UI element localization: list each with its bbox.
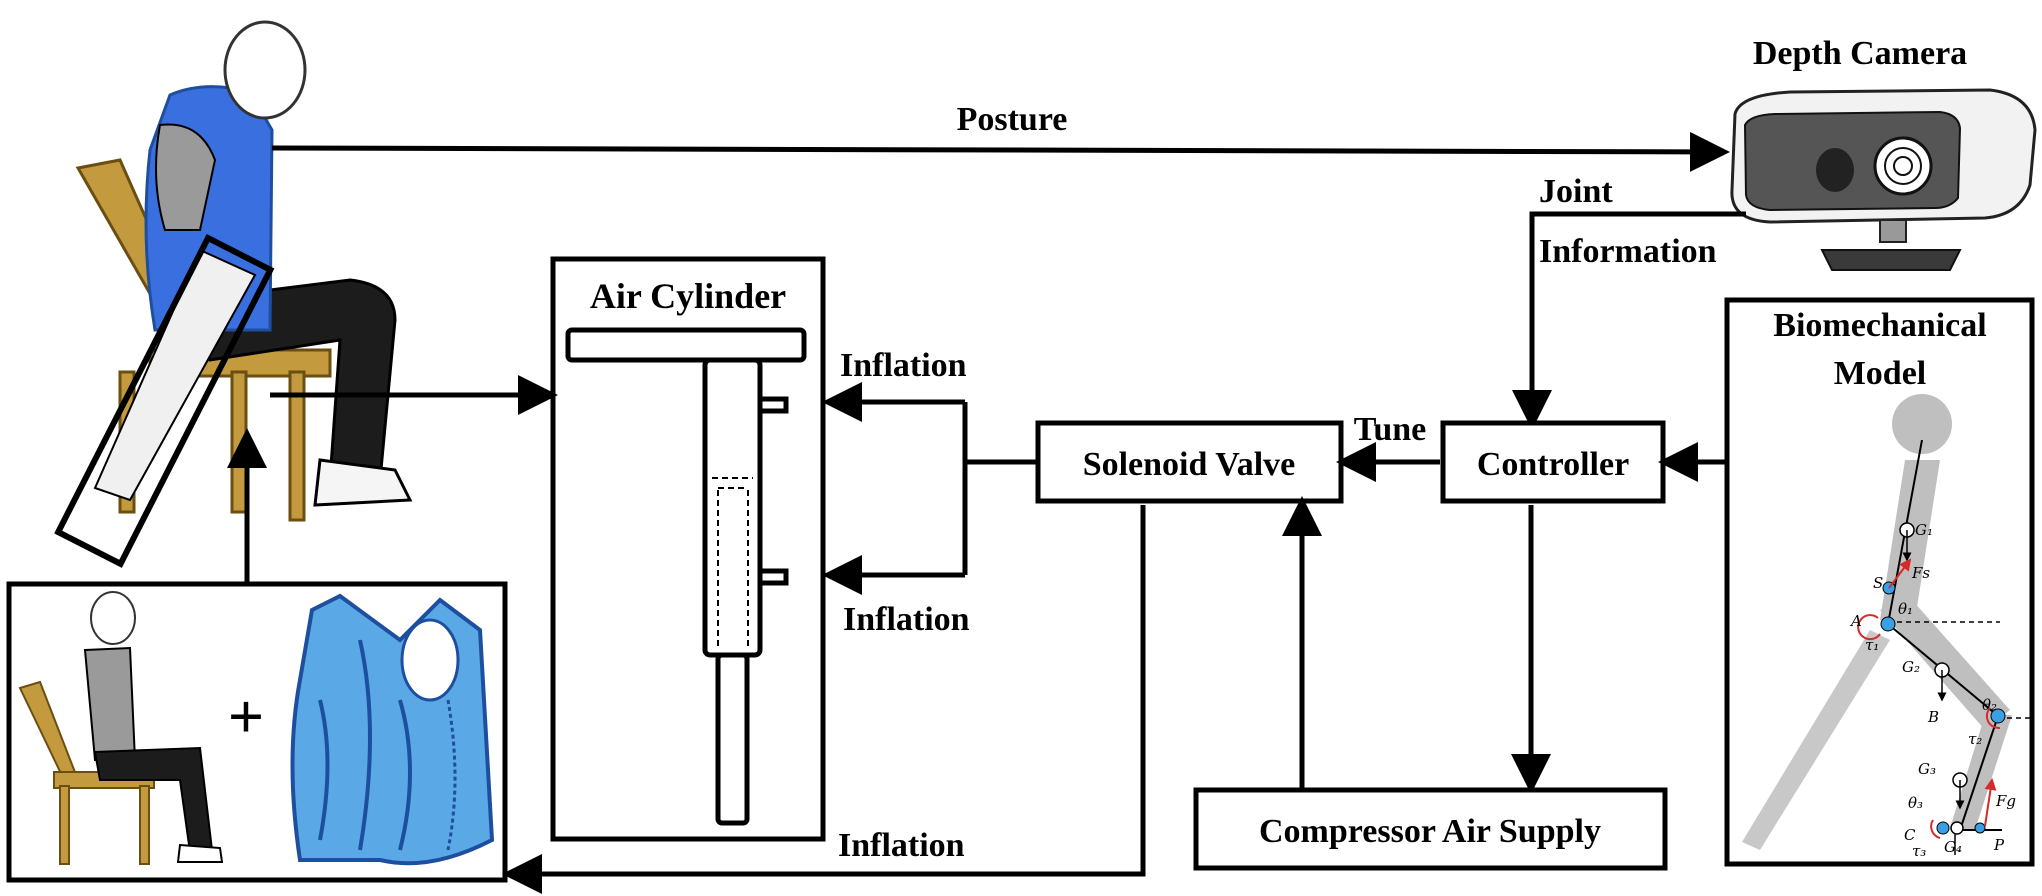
label-G4: G₄ [1944,838,1962,856]
compressor-box [1193,787,1668,871]
posture-arrow [271,131,1730,172]
solenoid-valve-box [1035,420,1344,504]
depth-camera-label: Depth Camera [1753,35,1967,72]
information-label: Information [1539,233,1717,270]
air-cylinder-label: Air Cylinder [590,276,786,316]
head [223,20,307,120]
label-B: B [1927,708,1939,726]
biomechanical-figure: G₁ Fs S θ₁ A τ₁ G₂ θ₂ B τ₂ G₃ θ₃ Fg C τ₃… [1742,394,2030,860]
joint-info-arrow [1512,211,1746,430]
seated-person-illustration [54,20,413,568]
controller-label: Controller [1477,446,1629,483]
feet [313,458,413,507]
label-theta3: θ₃ [1908,794,1923,812]
label-Fg: Fg [1995,792,2016,810]
joint-label: Joint [1539,173,1613,210]
label-A: A [1849,612,1862,630]
inflation-mid-label: Inflation [843,601,970,638]
inflation-manifold [822,382,1037,595]
label-theta1: θ₁ [1898,600,1913,618]
inflatable-vest-illustration [290,593,495,866]
solenoid-valve-label: Solenoid Valve [1083,446,1296,483]
inflation-top-label: Inflation [840,347,967,384]
label-P: P [1993,836,2005,854]
seated-person-small [18,591,224,865]
label-C: C [1904,826,1916,844]
arm-gray [155,123,217,231]
plus-sign: + [228,681,264,752]
forearm-brace [93,248,257,502]
biomechanical-label: Biomechanical [1773,307,1986,344]
depth-camera-illustration [1730,88,2037,271]
label-tau2: τ₂ [1968,730,1982,748]
inflation-bottom-arrow [502,505,1146,894]
label-theta2: θ₂ [1982,696,1997,714]
label-G1: G₁ [1915,521,1933,539]
inflation-bottom-label: Inflation [838,827,965,864]
label-tau3: τ₃ [1912,842,1926,860]
model-label: Model [1834,355,1927,392]
cylinder-schematic [565,327,807,826]
tune-label: Tune [1354,411,1426,448]
compressor-label: Compressor Air Supply [1259,813,1601,850]
label-Fs: Fs [1911,564,1930,582]
forearm-highlight-box [54,233,275,568]
label-S: S [1873,574,1883,592]
label-G3: G₃ [1918,760,1936,778]
label-tau1: τ₁ [1865,636,1879,654]
posture-label: Posture [957,101,1068,138]
label-G2: G₂ [1902,658,1920,676]
